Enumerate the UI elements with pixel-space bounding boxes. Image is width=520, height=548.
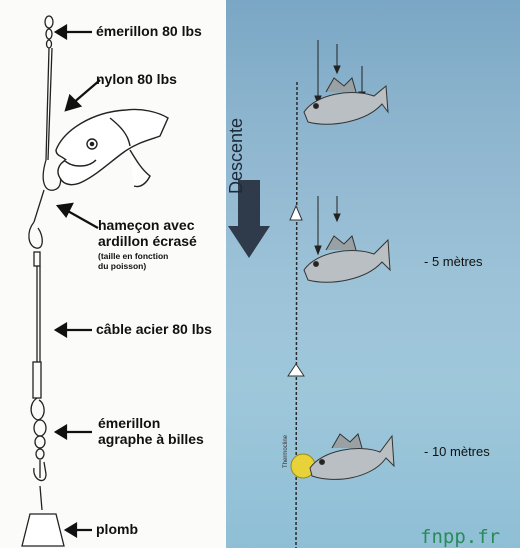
label-sinker: plomb <box>96 522 138 537</box>
bottom-swivel <box>34 420 46 481</box>
fish-1 <box>304 78 388 124</box>
label-hook-note2: du poisson) <box>98 262 146 271</box>
sinker <box>22 514 64 546</box>
depth-10m: - 10 mètres <box>424 444 490 459</box>
label-swivel-bottom-line2: agraphe à billes <box>98 432 204 447</box>
sinker-1 <box>290 206 302 220</box>
water-scene: Thermocline <box>228 40 394 548</box>
pointer-arrows <box>56 26 100 536</box>
rig-drawing <box>22 16 64 546</box>
label-cable: câble acier 80 lbs <box>96 322 212 337</box>
label-swivel-bottom-line1: émerillon <box>98 416 160 431</box>
fish-3 <box>310 434 394 479</box>
braid-upper <box>34 190 44 222</box>
label-nylon: nylon 80 lbs <box>96 72 177 87</box>
depth-5m: - 5 mètres <box>424 254 483 269</box>
label-hook-line1: hameçon avec <box>98 218 195 233</box>
fish-head-sketch <box>56 109 168 186</box>
crimp-sleeve <box>34 252 40 266</box>
watermark: fnpp.fr <box>420 526 500 548</box>
label-hook-note1: (taille en fonction <box>98 252 168 261</box>
descent-label: Descente <box>226 134 252 194</box>
top-swivel <box>45 16 53 48</box>
fish-2 <box>304 236 390 282</box>
small-arrows <box>315 40 365 254</box>
main-line <box>296 82 297 548</box>
label-swivel-top: émerillon 80 lbs <box>96 24 202 39</box>
sinker-2 <box>288 364 304 376</box>
line-tag: Thermocline <box>283 434 289 468</box>
loop-knot <box>29 222 42 248</box>
label-hook-line2: ardillon écrasé <box>98 234 197 249</box>
